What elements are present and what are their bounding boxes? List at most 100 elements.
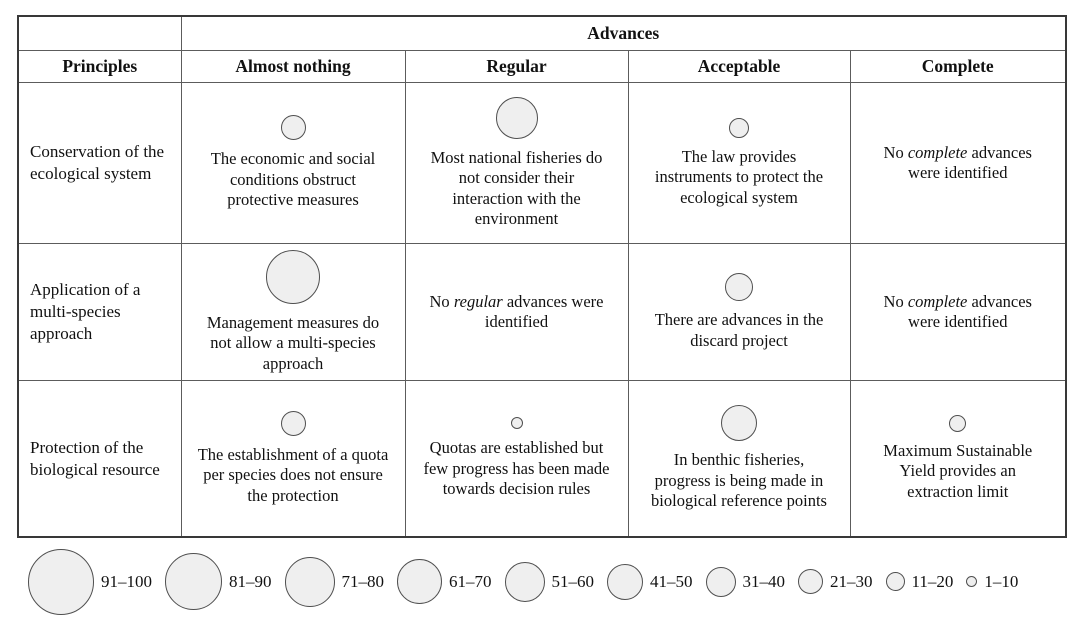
advance-note-text: There are advances in the discard projec… bbox=[654, 310, 824, 350]
advance-note: No complete advances were identified bbox=[867, 143, 1050, 184]
legend-item: 51–60 bbox=[504, 561, 595, 602]
legend-bubble bbox=[504, 561, 545, 602]
legend-item: 31–40 bbox=[705, 566, 786, 597]
principle-label: Protection of the biological resource bbox=[17, 380, 182, 538]
legend-range-label: 91–100 bbox=[101, 571, 152, 591]
advance-note: Most national fisheries do not consider … bbox=[422, 148, 612, 230]
value-bubble bbox=[729, 117, 749, 138]
value-bubble bbox=[721, 405, 757, 442]
advances-header-row: Advances bbox=[17, 15, 1067, 51]
advance-cell-content: No regular advances were identified bbox=[406, 244, 628, 380]
advance-cell-content: No complete advances were identified bbox=[851, 83, 1066, 243]
advance-cell-content: No complete advances were identified bbox=[851, 244, 1066, 380]
legend-range-label: 61–70 bbox=[449, 571, 492, 591]
advance-note-text: The law provides instruments to protect … bbox=[654, 146, 824, 207]
advance-cell-content: Management measures do not allow a multi… bbox=[182, 244, 405, 380]
legend-range-label: 41–50 bbox=[650, 571, 693, 591]
column-header-principles: Principles bbox=[17, 50, 182, 83]
advance-note: The establishment of a quota per species… bbox=[198, 445, 389, 507]
advance-note-text: advances were identified bbox=[908, 291, 1032, 332]
advance-cell: Most national fisheries do not consider … bbox=[404, 82, 629, 244]
value-bubble bbox=[280, 115, 306, 141]
corner-cell bbox=[17, 15, 182, 51]
column-header-complete: Complete bbox=[849, 50, 1067, 83]
advance-note-text: advances were identified bbox=[484, 291, 604, 332]
column-header-almost-nothing: Almost nothing bbox=[180, 50, 406, 83]
advance-cell: The establishment of a quota per species… bbox=[180, 380, 406, 538]
principle-label: Application of a multi-species approach bbox=[17, 243, 182, 381]
advance-note: Quotas are established but few progress … bbox=[422, 438, 612, 500]
advance-cell: There are advances in the discard projec… bbox=[627, 243, 851, 381]
legend-item: 91–100 bbox=[28, 548, 152, 615]
advance-note: In benthic fisheries, progress is being … bbox=[645, 450, 834, 512]
legend-item: 41–50 bbox=[607, 563, 693, 600]
advance-cell: Quotas are established but few progress … bbox=[404, 380, 629, 538]
legend-range-label: 31–40 bbox=[742, 571, 786, 591]
advance-note-text: No bbox=[883, 142, 908, 162]
advance-note-italic: complete bbox=[907, 142, 968, 162]
column-header-acceptable: Acceptable bbox=[627, 50, 851, 83]
advance-note: Management measures do not allow a multi… bbox=[198, 313, 389, 375]
advance-note: The economic and social conditions obstr… bbox=[198, 149, 389, 211]
advance-cell-content: The economic and social conditions obstr… bbox=[182, 83, 405, 243]
advance-note-text: Most national fisheries do not consider … bbox=[430, 147, 603, 229]
legend-bubble bbox=[284, 556, 335, 607]
legend-range-label: 81–90 bbox=[229, 571, 272, 591]
value-bubble bbox=[949, 414, 967, 432]
advance-note-text: The establishment of a quota per species… bbox=[197, 444, 389, 505]
column-header-row: Principles Almost nothing Regular Accept… bbox=[17, 50, 1067, 83]
advance-cell-content: The law provides instruments to protect … bbox=[629, 83, 850, 243]
advance-note-text: Management measures do not allow a multi… bbox=[206, 312, 380, 373]
advances-group-header: Advances bbox=[180, 15, 1067, 51]
legend-bubble bbox=[798, 569, 823, 594]
legend-range-label: 11–20 bbox=[911, 571, 954, 591]
legend-bubble bbox=[165, 553, 222, 610]
advance-cell: Maximum Sustainable Yield provides an ex… bbox=[849, 380, 1067, 538]
advance-note-text: In benthic fisheries, progress is being … bbox=[651, 450, 827, 511]
bubble-matrix-table: Advances Principles Almost nothing Regul… bbox=[17, 15, 1068, 538]
advance-cell: In benthic fisheries, progress is being … bbox=[627, 380, 851, 538]
legend-item: 21–30 bbox=[798, 569, 873, 594]
legend-range-label: 71–80 bbox=[341, 571, 385, 591]
advance-cell-content: The establishment of a quota per species… bbox=[182, 381, 405, 536]
legend-range-label: 1–10 bbox=[984, 571, 1019, 591]
advance-cell-content: Most national fisheries do not consider … bbox=[406, 83, 628, 243]
advance-cell-content: Quotas are established but few progress … bbox=[406, 381, 628, 536]
advance-cell: No complete advances were identified bbox=[849, 243, 1067, 381]
advance-note-text: The economic and social conditions obstr… bbox=[210, 149, 376, 210]
size-legend: 91–100 81–90 71–80 61–70 51–60 41–50 31–40 21–3… bbox=[28, 539, 1083, 620]
legend-item: 71–80 bbox=[284, 556, 385, 607]
value-bubble bbox=[510, 417, 523, 430]
legend-bubble bbox=[966, 576, 978, 587]
legend-bubble bbox=[885, 572, 905, 591]
advance-cell: No regular advances were identified bbox=[404, 243, 629, 381]
advance-note: Maximum Sustainable Yield provides an ex… bbox=[867, 441, 1050, 503]
legend-item: 1–10 bbox=[966, 572, 1018, 592]
advance-note: The law provides instruments to protect … bbox=[645, 147, 834, 209]
column-header-regular: Regular bbox=[404, 50, 629, 83]
advance-cell-content: In benthic fisheries, progress is being … bbox=[629, 381, 850, 536]
value-bubble bbox=[266, 249, 320, 304]
advance-cell: The law provides instruments to protect … bbox=[627, 82, 851, 244]
advance-note-text: Maximum Sustainable Yield provides an ex… bbox=[883, 440, 1033, 501]
legend-range-label: 51–60 bbox=[551, 571, 595, 591]
legend-bubble bbox=[397, 559, 442, 604]
advance-note-italic: complete bbox=[907, 291, 968, 311]
advance-cell: No complete advances were identified bbox=[849, 82, 1067, 244]
advance-cell: Management measures do not allow a multi… bbox=[180, 243, 406, 381]
advance-note: No regular advances were identified bbox=[422, 292, 612, 333]
value-bubble bbox=[280, 410, 306, 436]
advance-note-text: No bbox=[429, 291, 454, 311]
legend-bubble bbox=[28, 548, 94, 615]
legend-item: 61–70 bbox=[397, 559, 492, 604]
advance-note: There are advances in the discard projec… bbox=[645, 310, 834, 351]
legend-range-label: 21–30 bbox=[830, 571, 873, 591]
advance-note-italic: regular bbox=[453, 291, 503, 311]
advance-note-text: Quotas are established but few progress … bbox=[423, 438, 610, 499]
advance-note: No complete advances were identified bbox=[867, 292, 1050, 333]
legend-item: 11–20 bbox=[885, 571, 954, 592]
